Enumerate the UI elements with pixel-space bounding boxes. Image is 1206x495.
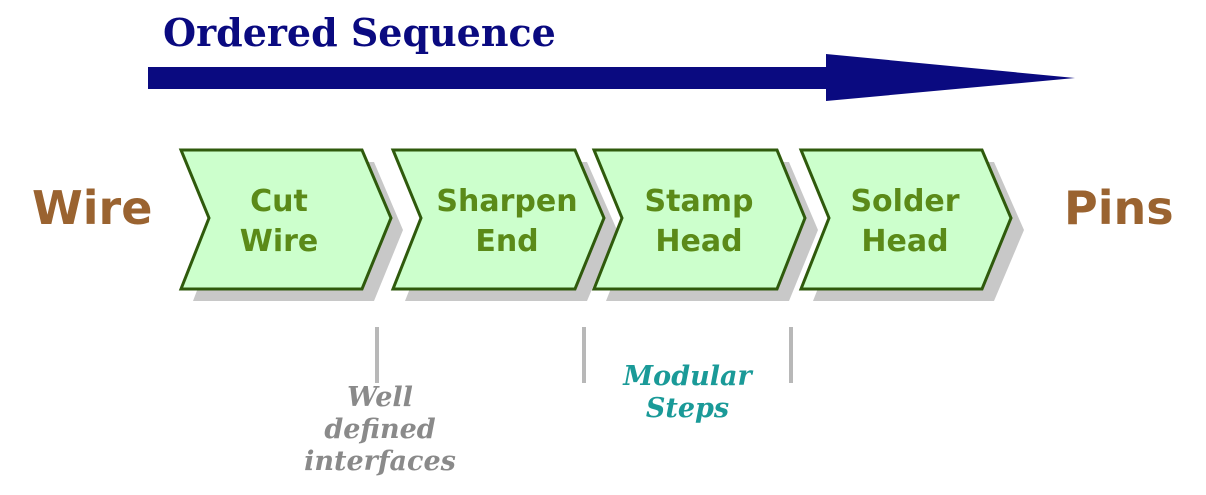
step-label-sharpen-end: Sharpen End [417, 182, 597, 262]
step-label-line2: Head [861, 224, 949, 259]
step-chevron-stamp-head [591, 148, 807, 291]
step-label-line1: Cut [250, 184, 308, 219]
note-well-defined-interfaces: Well defined interfaces [285, 382, 475, 478]
step-label-line2: End [475, 224, 539, 259]
note-modular-steps: Modular Steps [600, 361, 775, 425]
step-label-stamp-head: Stamp Head [609, 182, 789, 262]
note-line: defined [324, 414, 436, 445]
note-line: interfaces [304, 446, 456, 477]
diagram-title: Ordered Sequence [163, 10, 556, 55]
note-line: Modular [623, 361, 752, 392]
step-label-line1: Stamp [644, 184, 754, 219]
input-label: Wire [32, 181, 153, 235]
step-label-solder-head: Solder Head [815, 182, 995, 262]
step-label-line2: Wire [239, 224, 319, 259]
step-label-line1: Solder [850, 184, 960, 219]
step-chevron-cut-wire [178, 148, 393, 291]
ordered-sequence-arrow [148, 54, 1075, 101]
note-line: Steps [645, 393, 730, 424]
step-label-line2: Head [655, 224, 743, 259]
note-line: Well [347, 382, 413, 413]
output-label: Pins [1064, 181, 1174, 235]
step-chevron-sharpen-end [390, 148, 606, 291]
step-label-cut-wire: Cut Wire [189, 182, 369, 262]
step-label-line1: Sharpen [436, 184, 578, 219]
step-chevron-solder-head [798, 148, 1013, 291]
